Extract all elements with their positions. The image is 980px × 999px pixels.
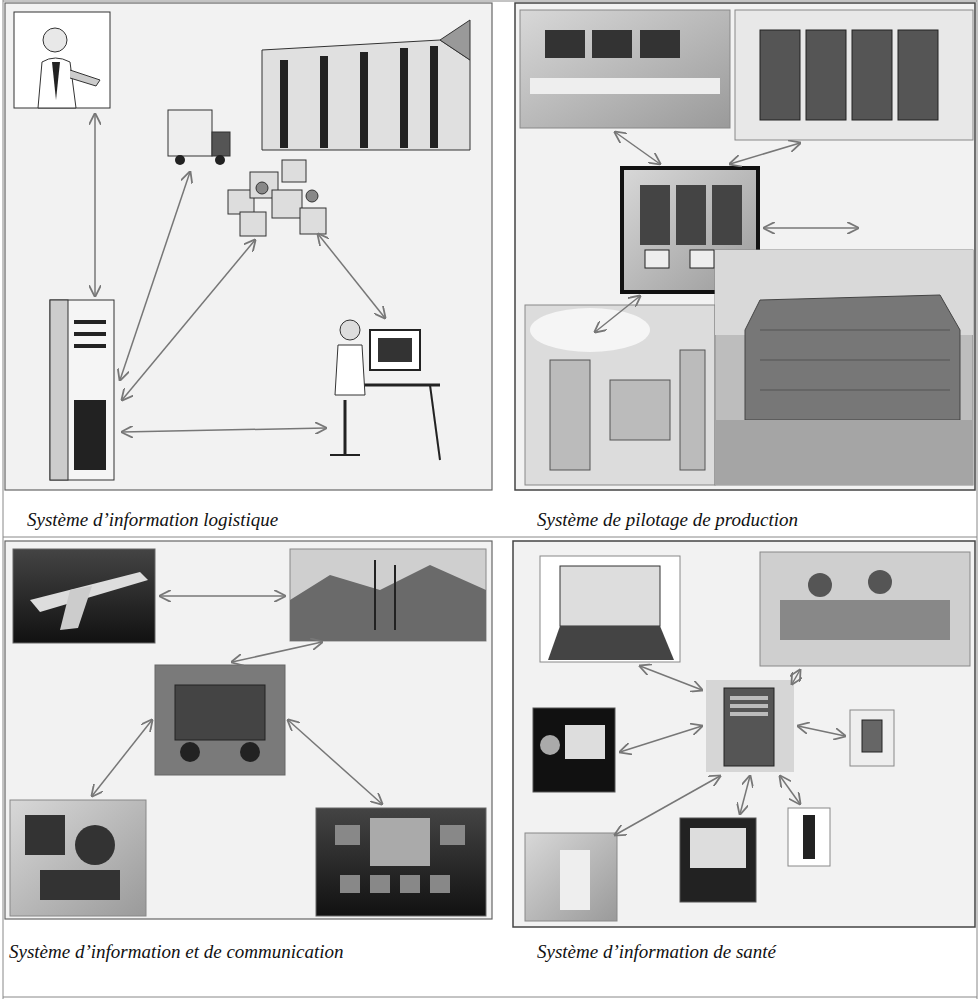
frame [3,0,977,999]
panel [5,541,492,919]
caption: Système d’information et de communicatio… [7,941,346,963]
arrows [615,666,845,835]
caption: Système d’information logistique [25,509,280,531]
panel [515,3,975,490]
system-panel: Système d’information logistique [5,3,492,533]
system-panel: Système d’information de santé [513,541,975,995]
arrows [595,132,858,332]
system-panel: Système de pilotage de production [515,3,975,533]
arrows [95,114,385,432]
panel [513,541,975,927]
system-panel: Système d’information et de communicatio… [5,541,492,995]
caption: Système de pilotage de production [535,509,800,531]
production-illustration [520,10,973,485]
arrows [92,596,382,804]
c2-illustration [10,549,486,916]
panel [5,3,492,490]
logistics-illustration [14,12,470,480]
caption: Système d’information de santé [535,941,778,963]
health-illustration [525,552,970,921]
